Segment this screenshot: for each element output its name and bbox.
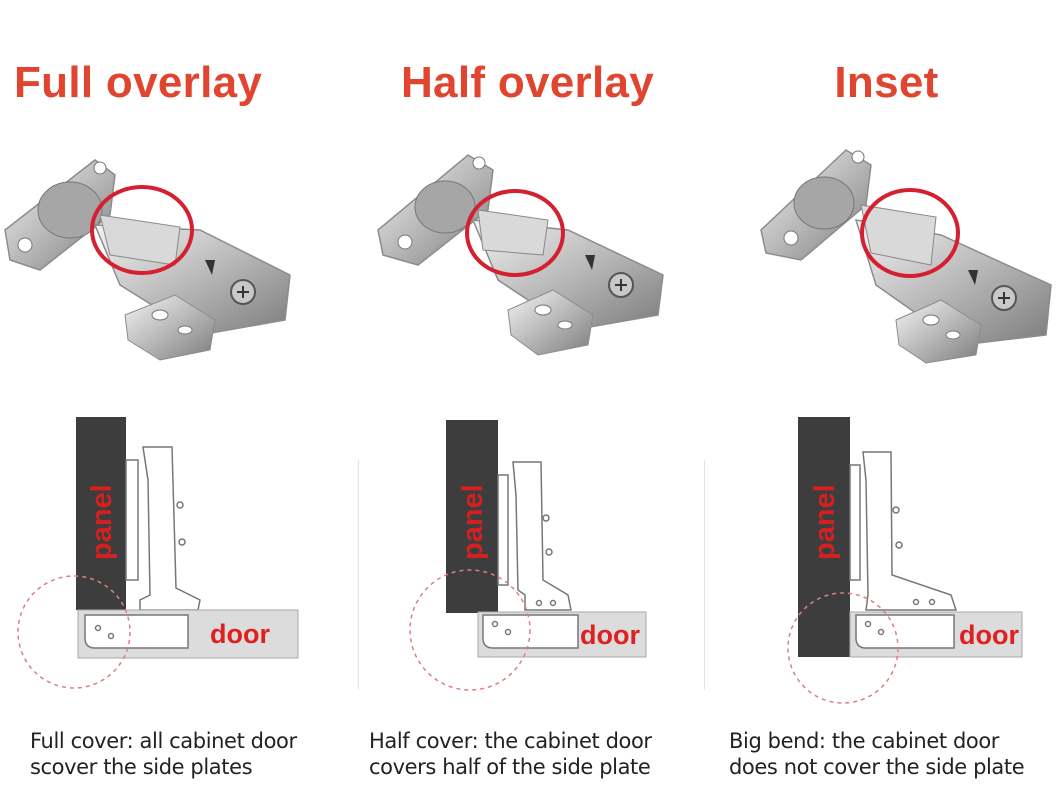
column-title: Inset	[834, 58, 939, 107]
caption-line-1: Half cover: the cabinet door	[369, 729, 652, 753]
hinge-diagram: panel door	[787, 417, 1023, 704]
hinge-column-full-overlay: Full overlay panel	[0, 0, 353, 800]
hinge-diagram: panel door	[17, 417, 299, 689]
caption: Full cover: all cabinet door scover the …	[30, 728, 340, 780]
hinge-cup-outline	[84, 614, 189, 649]
dashed-circle	[787, 592, 899, 704]
hinge-outline	[125, 446, 201, 611]
hinge-cup	[760, 149, 872, 261]
caption: Big bend: the cabinet door does not cove…	[729, 728, 1039, 780]
highlight-circle	[860, 188, 960, 278]
column-divider	[358, 460, 359, 690]
column-divider	[704, 460, 705, 690]
hinge-cup	[4, 159, 116, 271]
panel-label: panel	[86, 484, 118, 560]
door-label: door	[959, 620, 1019, 650]
door-label: door	[580, 620, 640, 650]
side-panel	[76, 417, 126, 610]
mounting-plate	[124, 294, 216, 361]
hinge-photo	[4, 159, 291, 361]
hinge-arm	[471, 209, 664, 331]
hinge-cup-outline	[855, 614, 955, 649]
highlight-circle	[90, 185, 194, 275]
hinge-arm	[854, 204, 1052, 346]
caption-line-2: does not cover the side plate	[729, 755, 1025, 779]
caption-line-1: Big bend: the cabinet door	[729, 729, 1000, 753]
mounting-plate	[895, 299, 982, 364]
panel-label: panel	[809, 484, 841, 560]
caption-line-1: Full cover: all cabinet door	[30, 729, 297, 753]
panel-label: panel	[457, 484, 489, 560]
hinge-arm	[93, 214, 291, 336]
dashed-circle	[409, 569, 531, 691]
mounting-plate	[507, 289, 594, 356]
side-panel	[446, 420, 498, 613]
door-label: door	[210, 619, 270, 649]
caption: Half cover: the cabinet door covers half…	[369, 728, 679, 780]
hinge-outline	[849, 451, 958, 611]
side-panel	[798, 417, 850, 657]
column-title: Half overlay	[400, 58, 655, 107]
hinge-photo	[377, 154, 664, 356]
hinge-photo	[760, 149, 1052, 364]
hinge-diagram: panel door	[409, 420, 647, 691]
dashed-circle	[17, 575, 131, 689]
hinge-column-inset: Inset panel	[706, 0, 1059, 800]
hinge-column-half-overlay: Half overlay panel	[353, 0, 706, 800]
hinge-outline	[497, 461, 572, 611]
caption-line-2: scover the side plates	[30, 755, 253, 779]
hinge-cup	[377, 154, 494, 266]
column-title: Full overlay	[14, 58, 263, 107]
highlight-circle	[465, 189, 565, 277]
caption-line-2: covers half of the side plate	[369, 755, 651, 779]
